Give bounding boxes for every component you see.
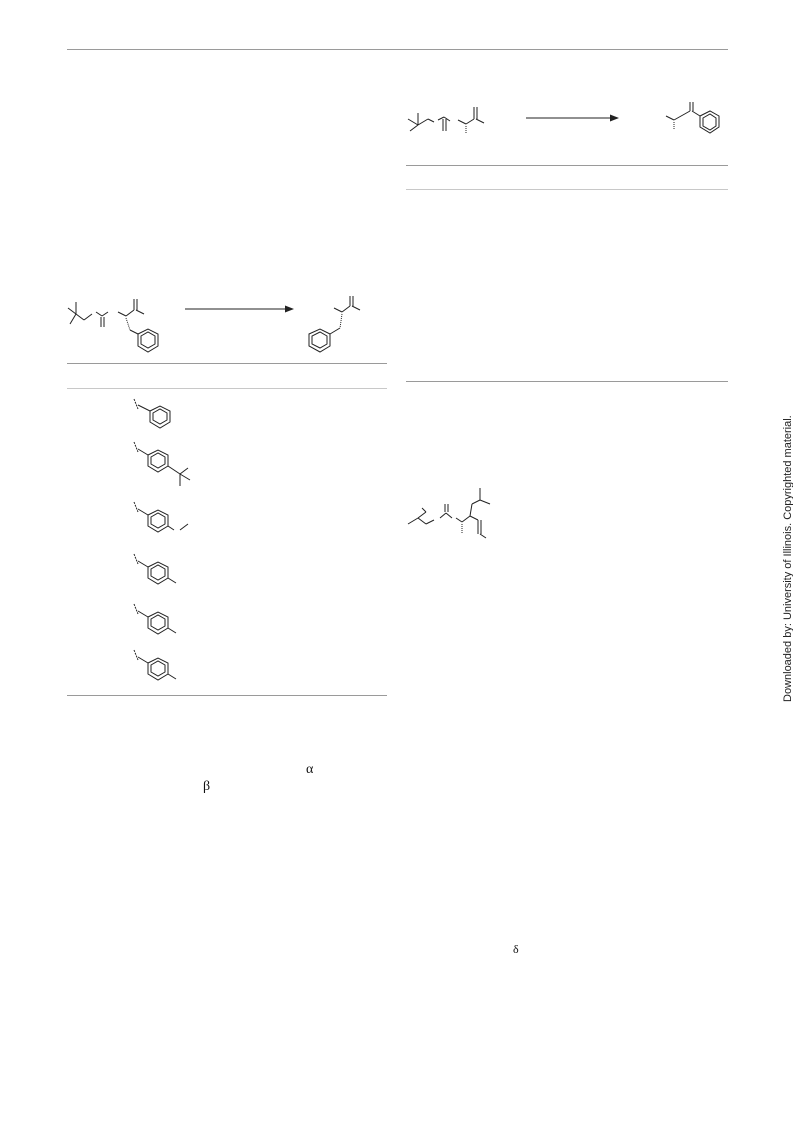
substituent-tolyl-structure-c	[133, 649, 177, 681]
right-table-header-rule	[406, 189, 728, 190]
right-table-bottom-rule	[406, 381, 728, 382]
download-watermark: Downloaded by: University of Illinois. C…	[782, 415, 793, 702]
left-table-top-rule	[67, 363, 387, 364]
substituent-phenyl-structure	[133, 398, 171, 429]
header-rule	[67, 49, 728, 50]
left-scheme-arrow	[185, 305, 294, 313]
greek-delta: δ	[513, 942, 519, 956]
right-leucine-derivative-structure	[407, 488, 491, 539]
right-table-top-rule	[406, 165, 728, 166]
substituent-tolyl-structure-b	[133, 603, 177, 635]
substituent-4-ether-phenyl-structure	[133, 501, 189, 533]
substituent-tolyl-structure-a	[133, 553, 177, 585]
left-table-bottom-rule	[67, 695, 387, 696]
greek-beta: β	[203, 779, 211, 794]
substituent-tbutylphenyl-structure	[133, 441, 191, 486]
right-scheme-arrow	[526, 114, 619, 122]
greek-alpha: α	[306, 762, 314, 777]
left-scheme-product-structure	[308, 296, 361, 353]
right-scheme-product-structure	[665, 102, 720, 134]
right-scheme-reactant-structure	[407, 107, 485, 133]
left-scheme-reactant-structure	[67, 299, 159, 353]
left-table-header-rule	[67, 388, 387, 389]
